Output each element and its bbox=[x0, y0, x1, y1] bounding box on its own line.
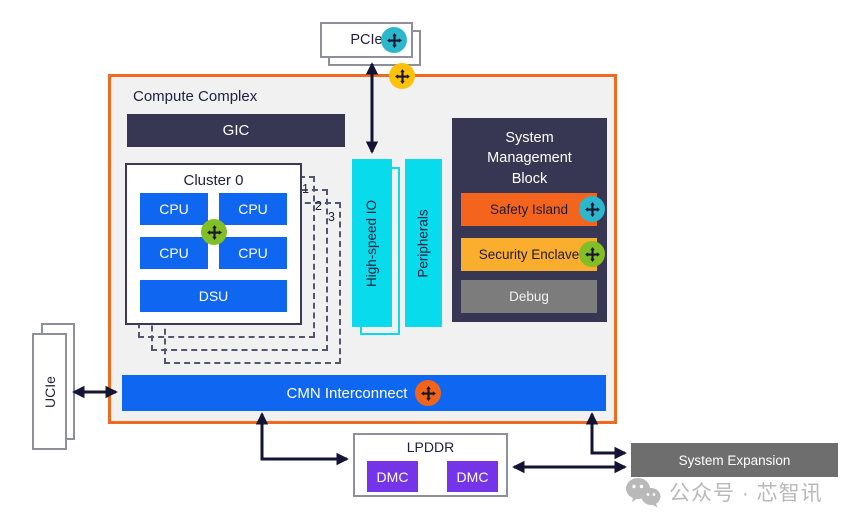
watermark-text: 公众号 · 芯智讯 bbox=[669, 482, 823, 505]
watermark: 公众号 · 芯智讯 bbox=[625, 476, 823, 508]
cluster-0-title: Cluster 0 bbox=[183, 172, 244, 189]
smb-row-security-enclave: Security Enclave bbox=[461, 238, 605, 271]
peripherals-label: Peripherals bbox=[416, 208, 432, 278]
compute-complex-title: Compute Complex bbox=[133, 88, 258, 105]
security-enclave-config-icon bbox=[579, 241, 605, 267]
dmc-label: DMC bbox=[376, 468, 409, 485]
pcie-block: PCIe bbox=[320, 22, 413, 58]
high-speed-io-block: High-speed IO bbox=[352, 159, 392, 327]
gic-block: GIC bbox=[127, 114, 345, 147]
cluster-stack-number-1: 1 bbox=[302, 182, 309, 196]
smb-title: System Management Block bbox=[487, 130, 572, 187]
cmn-interconnect-block: CMN Interconnect bbox=[122, 375, 606, 411]
lpddr-label: LPDDR bbox=[406, 439, 455, 455]
cluster-config-icon bbox=[201, 219, 227, 245]
cpu-label: CPU bbox=[159, 201, 189, 217]
dmc-block-2: DMC bbox=[447, 461, 498, 492]
cmn-config-icon bbox=[415, 380, 442, 406]
safety-island-label: Safety Island bbox=[489, 202, 569, 217]
pcie-config-icon bbox=[381, 27, 407, 53]
debug-label: Debug bbox=[509, 289, 549, 304]
system-expansion-label: System Expansion bbox=[678, 452, 791, 468]
cpu-block-4: CPU bbox=[219, 237, 287, 269]
pcie-label: PCIe bbox=[350, 32, 383, 48]
cpu-label: CPU bbox=[238, 201, 268, 217]
ucie-label: UCIe bbox=[41, 375, 58, 408]
safety-island-config-icon bbox=[579, 196, 605, 222]
system-expansion-block: System Expansion bbox=[631, 443, 838, 477]
gic-label: GIC bbox=[222, 122, 250, 139]
peripherals-block: Peripherals bbox=[405, 159, 442, 327]
smb-row-safety-island: Safety Island bbox=[461, 193, 605, 226]
cluster-stack-number-3: 3 bbox=[328, 210, 335, 224]
ucie-block: UCIe bbox=[32, 333, 67, 450]
cpu-block-2: CPU bbox=[219, 193, 287, 225]
high-speed-io-label: High-speed IO bbox=[364, 199, 380, 287]
dsu-block: DSU bbox=[140, 280, 287, 312]
border-config-icon bbox=[389, 63, 415, 89]
smb-row-debug: Debug bbox=[461, 280, 597, 313]
dsu-label: DSU bbox=[198, 288, 229, 304]
cpu-block-1: CPU bbox=[140, 193, 208, 225]
cpu-label: CPU bbox=[238, 245, 268, 261]
security-enclave-label: Security Enclave bbox=[478, 247, 580, 262]
dmc-label: DMC bbox=[456, 468, 489, 485]
dmc-block-1: DMC bbox=[367, 461, 418, 492]
cpu-block-3: CPU bbox=[140, 237, 208, 269]
cmn-interconnect-label: CMN Interconnect bbox=[286, 384, 408, 402]
cpu-label: CPU bbox=[159, 245, 189, 261]
wechat-icon bbox=[626, 478, 661, 508]
cluster-stack-number-2: 2 bbox=[315, 199, 322, 213]
